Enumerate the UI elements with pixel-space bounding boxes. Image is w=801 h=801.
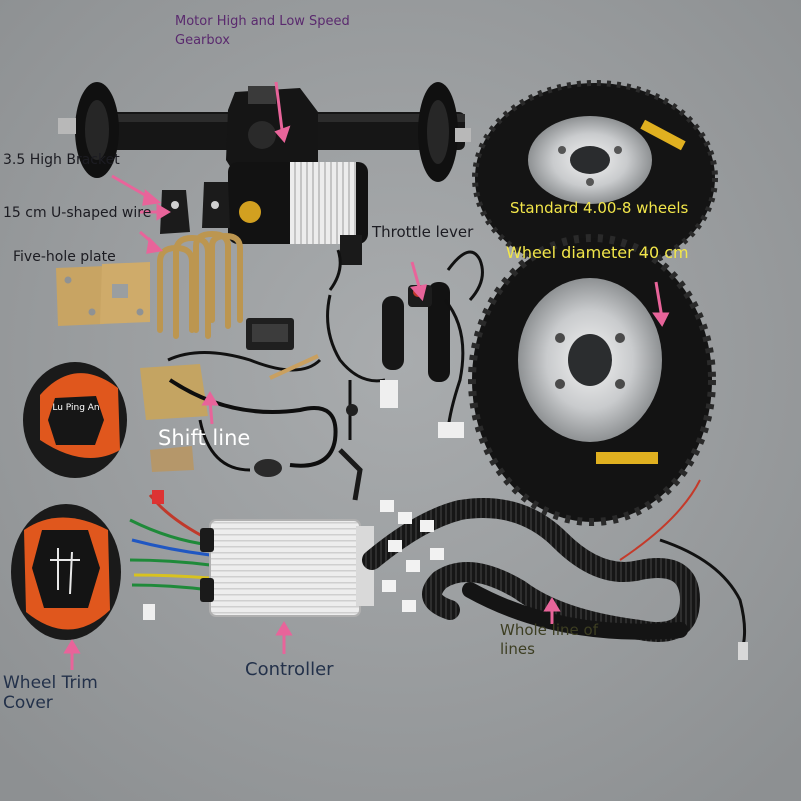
label-wheel-diameter: Wheel diameter 40 cm [506,243,689,262]
throttle-assembly [326,249,484,438]
u-bolts [157,230,243,339]
wheel-trim-cover-bottom [11,504,121,640]
label-trim-cover-1: Wheel Trim [3,673,98,693]
high-brackets [160,182,230,234]
arrow-throttle [410,261,422,291]
arrow-gearbox [274,81,284,131]
arrow-bracket [111,174,151,200]
trim-brand-text: Lu Ping An [52,403,99,413]
label-standard-wheels: Standard 4.00-8 wheels [510,199,689,217]
label-five-hole-plate: Five-hole plate [13,249,116,265]
shift-line-assembly [140,351,338,477]
label-gearbox-line1: Motor High and Low Speed [175,14,350,29]
label-throttle-lever: Throttle lever [372,223,474,241]
wheel-trim-cover-top: Lu Ping An [23,362,127,478]
label-gearbox-line2: Gearbox [175,33,230,48]
small-module [246,318,294,350]
wiring-harness [362,479,748,660]
wheel-bottom [468,234,716,526]
label-whole-line-2: lines [500,640,535,658]
label-shift-line: Shift line [158,426,251,450]
drive-motor [228,162,368,265]
controller-unit [129,490,374,620]
label-u-wire: 15 cm U-shaped wire [3,205,152,221]
gearbox [226,86,318,185]
label-high-bracket: 3.5 High Bracket [3,152,120,168]
arrow-wheel [654,281,664,319]
key-switch [338,380,363,501]
label-whole-line-1: Whole line of [500,621,598,639]
pointer-arrows [63,81,670,670]
label-controller: Controller [245,659,334,680]
label-trim-cover-2: Cover [3,693,53,713]
five-hole-plates [56,262,150,326]
wheel-top [472,80,718,276]
